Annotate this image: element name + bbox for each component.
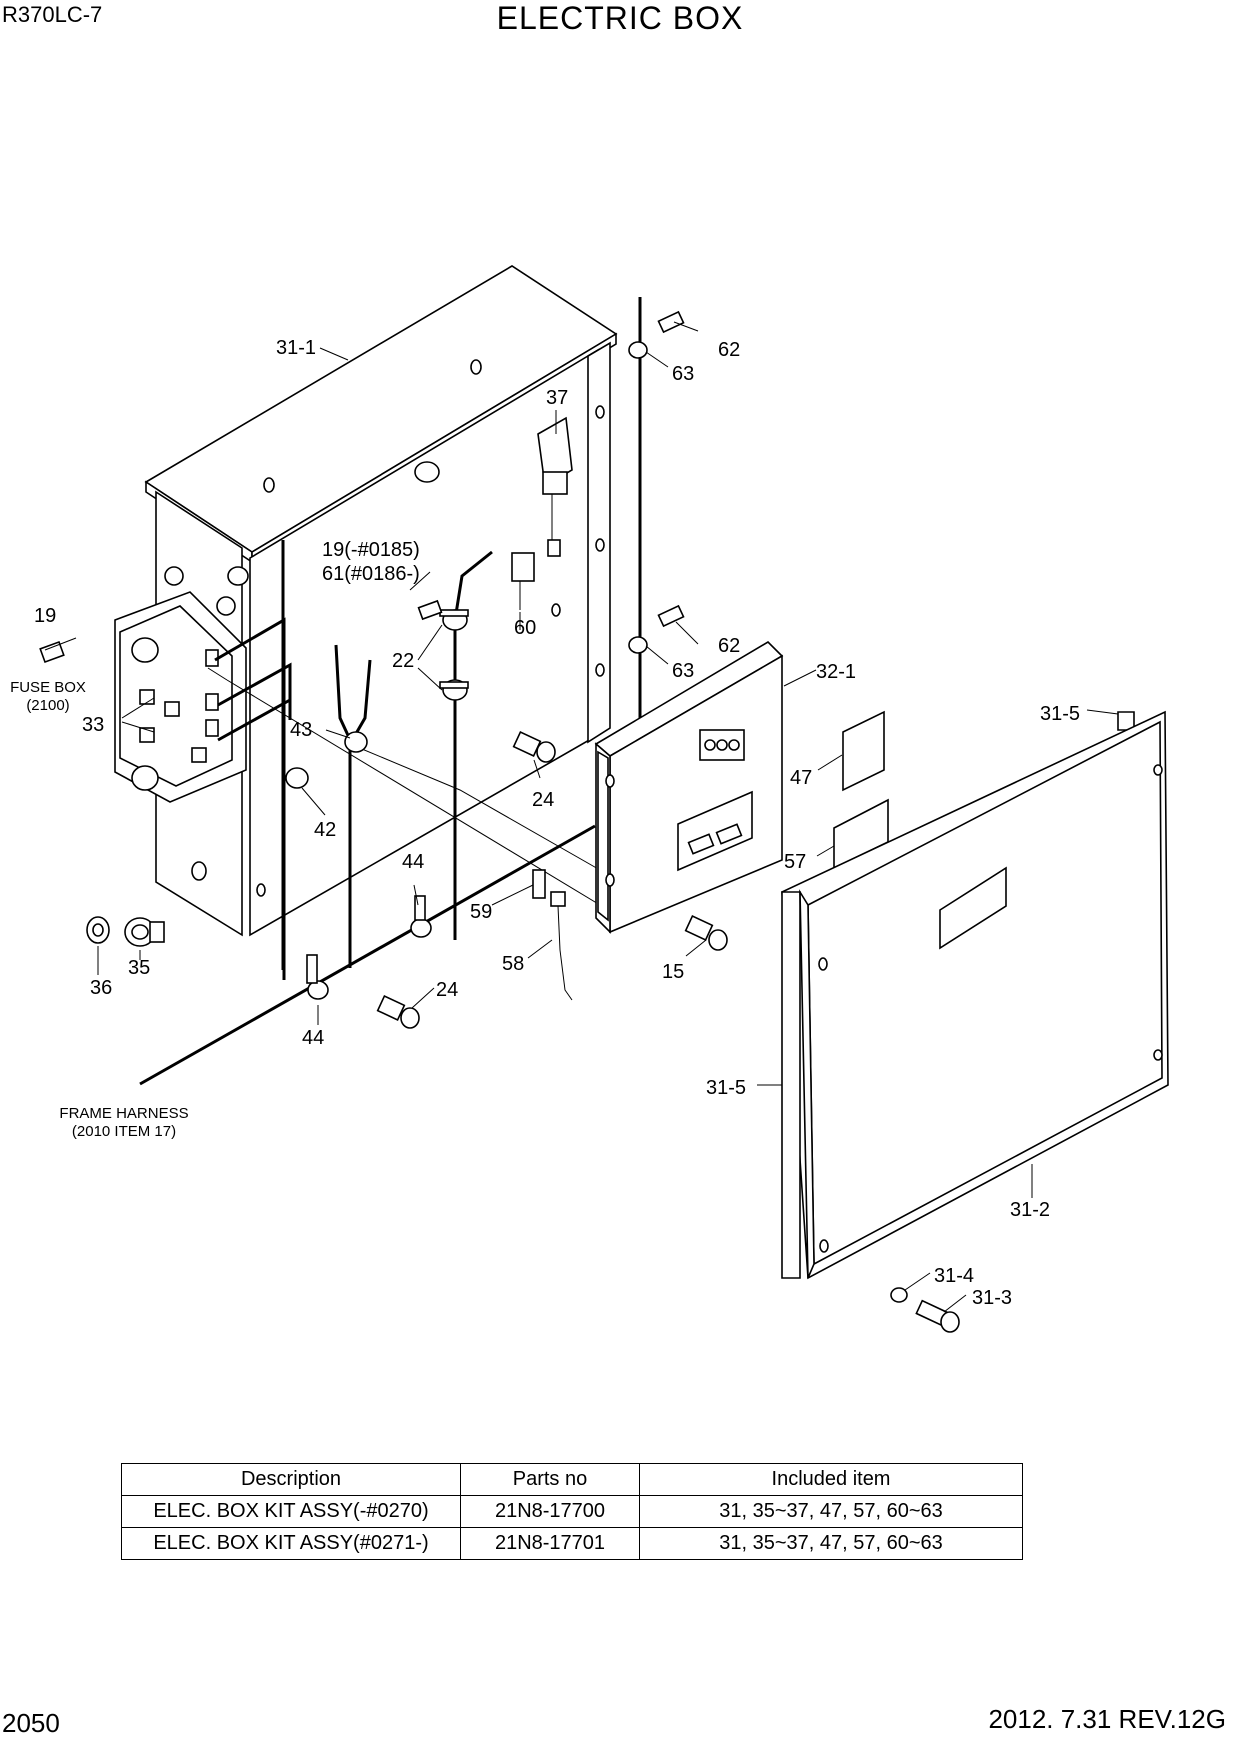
frame-harness-ref: (2010 ITEM 17) bbox=[72, 1123, 176, 1140]
callout-44-upper: 44 bbox=[402, 851, 424, 873]
callout-35: 35 bbox=[128, 957, 150, 979]
callout-43: 43 bbox=[290, 719, 312, 741]
callout-19: 19 bbox=[34, 605, 56, 627]
callout-31-2: 31-2 bbox=[1010, 1199, 1050, 1221]
box-housing bbox=[144, 265, 618, 937]
callout-44-lower: 44 bbox=[302, 1027, 324, 1049]
model-label: R370LC-7 bbox=[2, 2, 103, 27]
connector-58 bbox=[550, 891, 573, 1001]
header-parts-no: Parts no bbox=[460, 1463, 640, 1496]
row-included-item: 31, 35~37, 47, 57, 60~63 bbox=[639, 1527, 1023, 1560]
callout-37: 37 bbox=[546, 387, 568, 409]
relay-37 bbox=[537, 416, 573, 557]
page-number: 2050 bbox=[2, 1708, 60, 1738]
callouts: 31-1 62 63 37 19(-#0185) 61(#0186-) 19 6… bbox=[34, 337, 1080, 1309]
revision-date: 2012. 7.31 REV.12G bbox=[988, 1704, 1226, 1734]
callout-31-5-side: 31-5 bbox=[706, 1077, 746, 1099]
table-row: ELEC. BOX KIT ASSY(#0271-) 21N8-17701 31… bbox=[121, 1527, 1023, 1560]
callout-22: 22 bbox=[392, 650, 414, 672]
callout-63-top: 63 bbox=[672, 363, 694, 385]
cover-31-2 bbox=[781, 710, 1169, 1280]
callout-60: 60 bbox=[514, 617, 536, 639]
clamps bbox=[285, 731, 546, 1000]
row-parts-no: 21N8-17700 bbox=[460, 1495, 640, 1528]
callout-58: 58 bbox=[502, 953, 524, 975]
header-description: Description bbox=[121, 1463, 461, 1496]
fuse-box bbox=[114, 566, 247, 803]
leader-lines bbox=[44, 321, 1119, 1313]
row-parts-no: 21N8-17701 bbox=[460, 1527, 640, 1560]
callout-24-lower: 24 bbox=[436, 979, 458, 1001]
row-description: ELEC. BOX KIT ASSY(-#0270) bbox=[121, 1495, 461, 1528]
callout-62-mid: 62 bbox=[718, 635, 740, 657]
frame-harness-note: FRAME HARNESS bbox=[59, 1105, 188, 1122]
callout-32-1: 32-1 bbox=[816, 661, 856, 683]
clamps-22 bbox=[439, 609, 469, 701]
callout-19-61-line1: 19(-#0185) bbox=[322, 539, 420, 561]
relay-60 bbox=[511, 552, 535, 610]
callout-36: 36 bbox=[90, 977, 112, 999]
callout-62-top: 62 bbox=[718, 339, 740, 361]
callout-31-3: 31-3 bbox=[972, 1287, 1012, 1309]
breaker-35 bbox=[86, 916, 165, 947]
callout-42: 42 bbox=[314, 819, 336, 841]
fuse-box-note: FUSE BOX bbox=[10, 679, 86, 696]
callout-57: 57 bbox=[784, 851, 806, 873]
table-row: ELEC. BOX KIT ASSY(-#0270) 21N8-17700 31… bbox=[121, 1495, 1023, 1528]
bolts bbox=[39, 310, 960, 1333]
page-title: ELECTRIC BOX bbox=[496, 0, 744, 36]
table-header-row: Description Parts no Included item bbox=[121, 1463, 1023, 1496]
callout-33: 33 bbox=[82, 714, 104, 736]
callout-31-4: 31-4 bbox=[934, 1265, 974, 1287]
parts-table: Description Parts no Included item ELEC.… bbox=[121, 1463, 1023, 1560]
callout-24-upper: 24 bbox=[532, 789, 554, 811]
fuse-box-ref: (2100) bbox=[26, 697, 69, 714]
callout-19-61-line2: 61(#0186-) bbox=[322, 563, 420, 585]
row-description: ELEC. BOX KIT ASSY(#0271-) bbox=[121, 1527, 461, 1560]
callout-31-1: 31-1 bbox=[276, 337, 316, 359]
controller-32-1 bbox=[594, 640, 784, 934]
callout-63-mid: 63 bbox=[672, 660, 694, 682]
callout-59: 59 bbox=[470, 901, 492, 923]
callout-47: 47 bbox=[790, 767, 812, 789]
row-included-item: 31, 35~37, 47, 57, 60~63 bbox=[639, 1495, 1023, 1528]
header-included-item: Included item bbox=[639, 1463, 1023, 1496]
callout-15: 15 bbox=[662, 961, 684, 983]
labels-47-57 bbox=[833, 710, 889, 870]
callout-31-5-top: 31-5 bbox=[1040, 703, 1080, 725]
reference-notes: FUSE BOX (2100) FRAME HARNESS (2010 ITEM… bbox=[10, 679, 189, 1140]
